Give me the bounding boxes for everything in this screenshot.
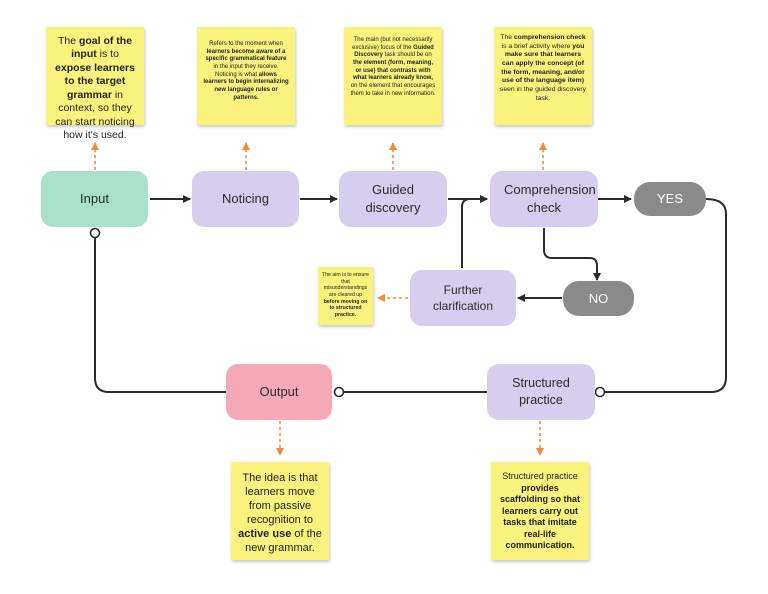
input-node-label: Input: [80, 191, 109, 207]
further-clarification-node[interactable]: Further clarification: [410, 270, 516, 326]
arrow-output-to-input: [94, 233, 226, 393]
noticing-node[interactable]: Noticing: [192, 171, 299, 227]
output-node-label: Output: [259, 384, 299, 400]
further-clarification-node-label: Further clarification: [432, 282, 494, 313]
structured-practice-note: Structured practice provides scaffolding…: [491, 462, 589, 560]
input-node[interactable]: Input: [41, 171, 148, 227]
further-clarification-note: The aim is to ensure that misunderstandi…: [318, 267, 373, 325]
noticing-node-label: Noticing: [222, 191, 269, 207]
input-note: The goal of the input is to expose learn…: [46, 27, 144, 141]
output-note: The idea is that learners move from pass…: [231, 462, 329, 560]
comprehension-check-node[interactable]: Comprehension check: [490, 171, 598, 227]
guided-discovery-node-label: Guided discovery: [365, 182, 421, 215]
no-decision-node[interactable]: NO: [563, 281, 634, 316]
arrow-comprehension-to-no: [543, 228, 601, 281]
yes-decision-node[interactable]: YES: [634, 182, 706, 216]
comprehension-check-note: The comprehension check is a brief activ…: [494, 27, 592, 125]
arrow-further-to-comprehension: [461, 195, 488, 268]
guided-discovery-note: The main (but not necessarily exclusive)…: [344, 27, 442, 125]
output-node[interactable]: Output: [226, 364, 332, 420]
guided-discovery-node[interactable]: Guided discovery: [339, 171, 447, 227]
comprehension-check-node-label: Comprehension check: [504, 182, 596, 215]
no-node-label: NO: [588, 290, 609, 306]
connector-endpoint: [333, 386, 345, 398]
yes-node-label: YES: [656, 191, 683, 207]
arrow-yes-to-structured: [600, 198, 727, 393]
structured-practice-node-label: Structured practice: [512, 376, 570, 407]
connector-endpoint: [89, 227, 101, 239]
structured-practice-node[interactable]: Structured practice: [487, 364, 595, 420]
connector-endpoint: [594, 386, 606, 398]
noticing-note: Refers to the moment when learners becom…: [197, 27, 295, 125]
